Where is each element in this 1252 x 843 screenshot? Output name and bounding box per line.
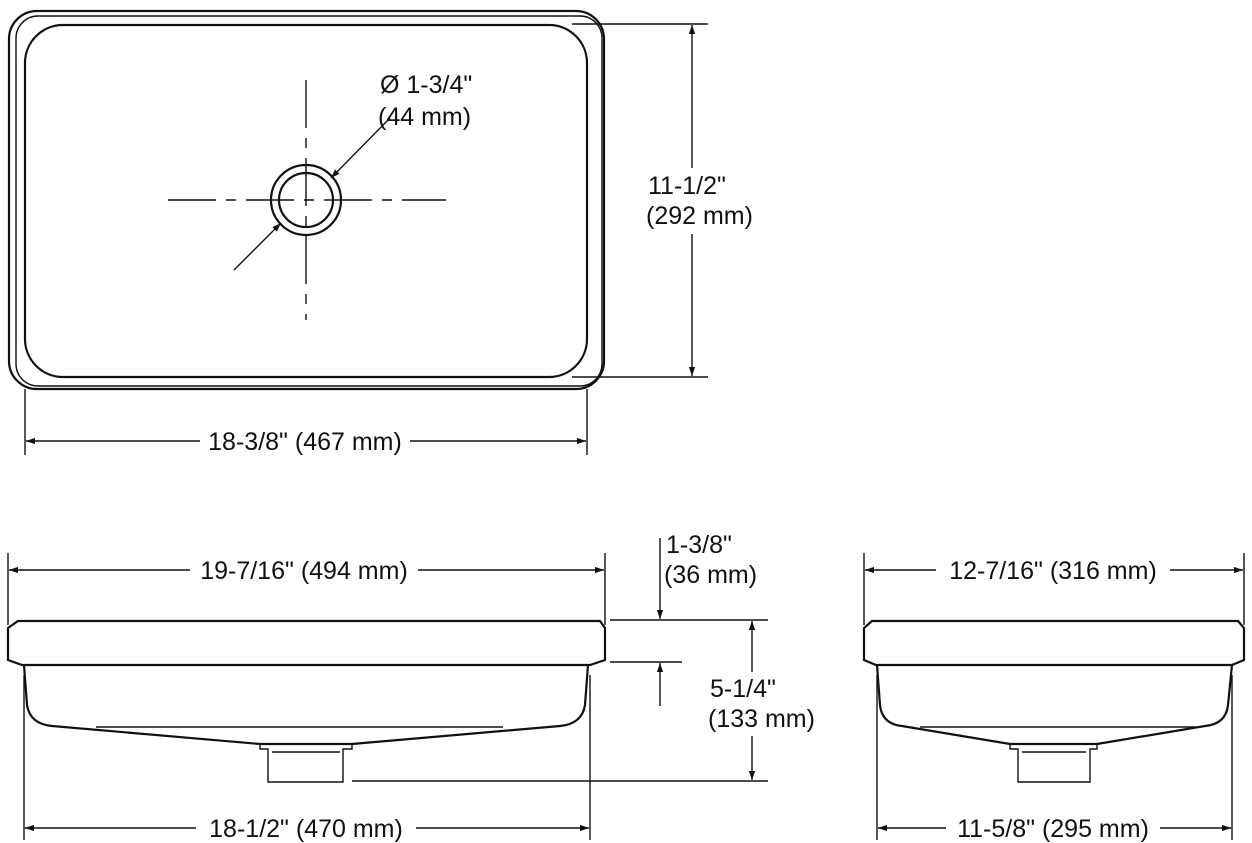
front-bottom-width-label: 18-1/2" (470 mm) (209, 815, 403, 843)
drain-leader-upper (330, 117, 391, 179)
drain-diameter-mm-label: (44 mm) (378, 103, 471, 131)
sink-outer-rim (7, 9, 606, 391)
side-bowl-profile (875, 664, 1234, 746)
front-top-width-label: 19-7/16" (494 mm) (200, 557, 408, 585)
side-drain-flange (1009, 744, 1098, 783)
width-label: 18-3/8" (467 mm) (208, 428, 402, 456)
depth-mm-label: (292 mm) (646, 202, 753, 230)
front-rim-mm-label: (36 mm) (664, 561, 757, 589)
top-view: Ø 1-3/4" (44 mm) 11-1/2" (292 mm) 18-3/8… (7, 9, 762, 456)
front-view: 19-7/16" (494 mm) 1-3/8" (36 mm) 5-1/4" … (6, 531, 826, 843)
sink-inner-rim (15, 15, 603, 387)
front-height-in-label: 5-1/4" (710, 675, 776, 703)
basin-bowl (23, 23, 589, 379)
front-rim-in-label: 1-3/8" (666, 531, 732, 559)
front-drain-flange (259, 744, 353, 783)
front-bowl-profile (22, 664, 590, 746)
side-top-width-label: 12-7/16" (316 mm) (949, 557, 1157, 585)
side-view: 12-7/16" (316 mm) 11-5/8" (295 mm) (862, 553, 1246, 843)
drain-diameter-in-label: Ø 1-3/4" (380, 71, 472, 99)
side-bottom-width-label: 11-5/8" (295 mm) (957, 815, 1149, 843)
front-rim-profile (6, 619, 607, 667)
side-rim-profile (862, 619, 1246, 667)
depth-in-label: 11-1/2" (648, 172, 726, 200)
drain-leader-lower (233, 222, 282, 271)
front-height-mm-label: (133 mm) (708, 705, 815, 733)
